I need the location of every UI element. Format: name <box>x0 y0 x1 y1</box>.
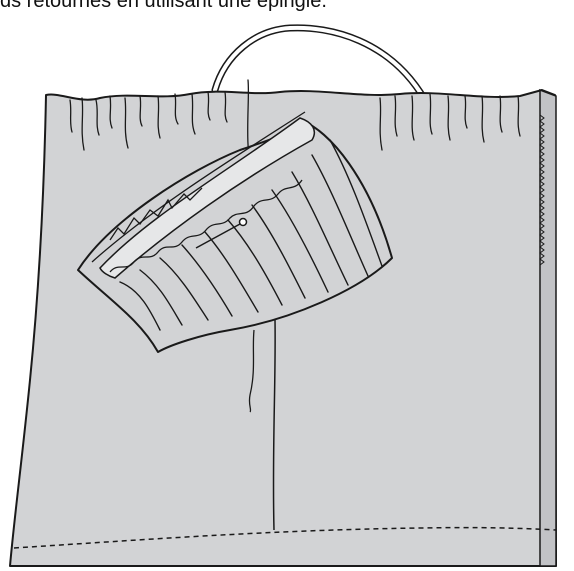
sewing-illustration <box>0 0 574 571</box>
